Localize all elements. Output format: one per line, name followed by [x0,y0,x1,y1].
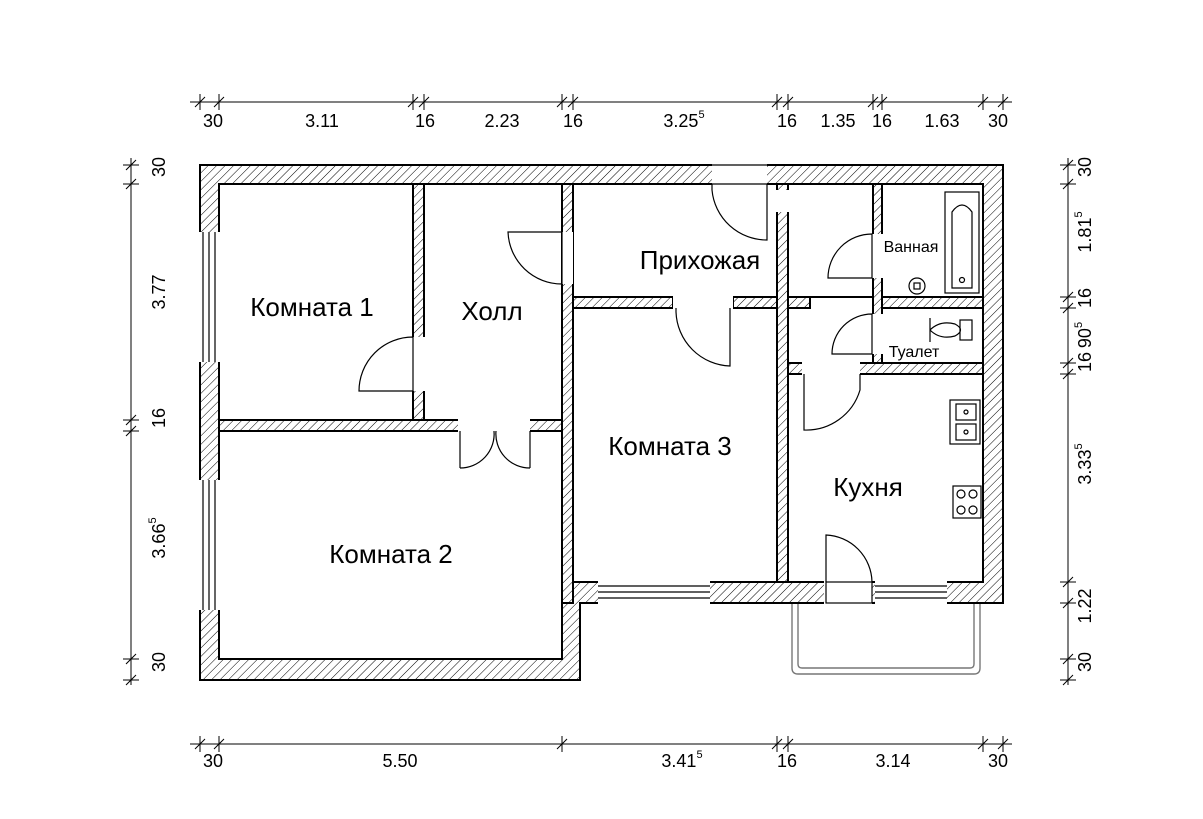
dimension-label: 16 [777,111,797,131]
dimension-value: 3.25 [663,111,698,131]
dimension-label: 1.35 [820,111,855,131]
dimension-value: 30 [1075,157,1095,177]
dimension-value: 16 [777,751,797,771]
dimension-value: 16 [563,111,583,131]
bathroom-label: Ванная [884,239,939,256]
dimensions-top: 30 3.11 16 2.23 16 3.255 16 1.35 16 1.63 30 [203,109,1008,131]
dimension-label: 30 [203,111,223,131]
dimension-label: 16 [563,111,583,131]
dimension-label: 3.14 [875,751,910,771]
dimension-label: 3.665 [147,517,169,558]
dimension-value: 16 [777,111,797,131]
dimension-superscript: 5 [1073,443,1085,449]
dimension-value: 30 [1075,652,1095,672]
dimension-superscript: 5 [1073,211,1085,217]
stove-icon [952,485,982,519]
dimension-superscript: 5 [1073,322,1085,328]
dimension-value: 30 [149,157,169,177]
dimension-label: 30 [988,111,1008,131]
dimension-label: 16 [415,111,435,131]
doors [358,184,873,604]
kitchen-sink-icon [949,399,981,445]
dimension-value: 30 [988,751,1008,771]
dimension-value: 30 [203,111,223,131]
dimension-label: 3.255 [663,109,704,131]
dimension-superscript: 5 [696,749,702,761]
hallway-label: Прихожая [640,245,760,275]
room-1-label: Комната 1 [250,292,374,322]
dimension-value: 1.63 [924,111,959,131]
dimension-value: 16 [1075,352,1095,372]
dimension-value: 5.50 [382,751,417,771]
hall-label: Холл [461,296,522,326]
dimension-label: 30 [1075,652,1095,672]
dimension-value: 2.23 [484,111,519,131]
dimension-label: 3.11 [305,111,339,131]
dimension-value: 16 [1075,288,1095,308]
dimension-label: 1.22 [1075,588,1095,623]
partition-walls [218,183,984,604]
dimension-value: 3.66 [149,524,169,559]
dimension-value: 1.35 [820,111,855,131]
dimension-value: 16 [415,111,435,131]
dimensions-bottom: 30 5.50 3.415 16 3.14 30 [203,749,1008,771]
door-openings [412,164,883,604]
dimension-value: 30 [203,751,223,771]
hallway-area [572,183,874,298]
room-2-label: Комната 2 [329,539,453,569]
dimension-value: 1.22 [1075,588,1095,623]
room-labels: Комната 1 Холл Прихожая Комната 2 Комнат… [250,239,940,569]
dimension-value: 90 [1075,328,1095,348]
balcony [791,604,981,675]
room-3-area [572,307,778,583]
dimension-value: 16 [872,111,892,131]
dimension-value: 1.81 [1075,218,1095,253]
dimension-label: 30 [988,751,1008,771]
room-2-area [218,430,563,660]
dimension-label: 3.415 [661,749,702,771]
dimension-label: 1.815 [1073,211,1095,252]
dimension-label: 16 [872,111,892,131]
dimension-label: 3.335 [1073,443,1095,484]
dimension-lines [123,94,1076,752]
dimension-value: 30 [149,652,169,672]
dimension-value: 16 [149,408,169,428]
toilet-icon [929,318,973,342]
dimension-superscript: 5 [147,517,159,523]
dimensions-left: 30 3.77 16 3.665 30 [147,157,169,672]
dimension-label: 16 [777,751,797,771]
dimension-value: 3.41 [661,751,696,771]
dimension-value: 3.77 [149,274,169,309]
dimension-superscript: 5 [698,109,704,121]
dimension-label: 30 [149,652,169,672]
dimension-value: 30 [988,111,1008,131]
dimension-label: 3.77 [149,274,169,309]
dimension-label: 5.50 [382,751,417,771]
sink-icon [908,277,926,295]
room-3-label: Комната 3 [608,431,732,461]
toilet-area [881,307,984,364]
dimension-label: 16 [149,408,169,428]
dimension-label: 30 [1075,157,1095,177]
rooms [218,183,984,660]
dimension-label: 1.63 [924,111,959,131]
dimension-label: 30 [203,751,223,771]
dimension-label: 2.23 [484,111,519,131]
room-1-area [218,183,414,421]
dimension-value: 3.33 [1075,450,1095,485]
dimension-value: 3.14 [875,751,910,771]
dimension-label: 30 [149,157,169,177]
dimension-value: 3.11 [305,111,339,131]
windows [199,232,947,610]
toilet-label: Туалет [889,344,940,361]
dimension-label: 16 [1075,288,1095,308]
dimension-label: 905 [1073,322,1095,348]
dimension-label: 16 [1075,352,1095,372]
kitchen-label: Кухня [833,472,903,502]
bathtub-icon [944,191,980,294]
